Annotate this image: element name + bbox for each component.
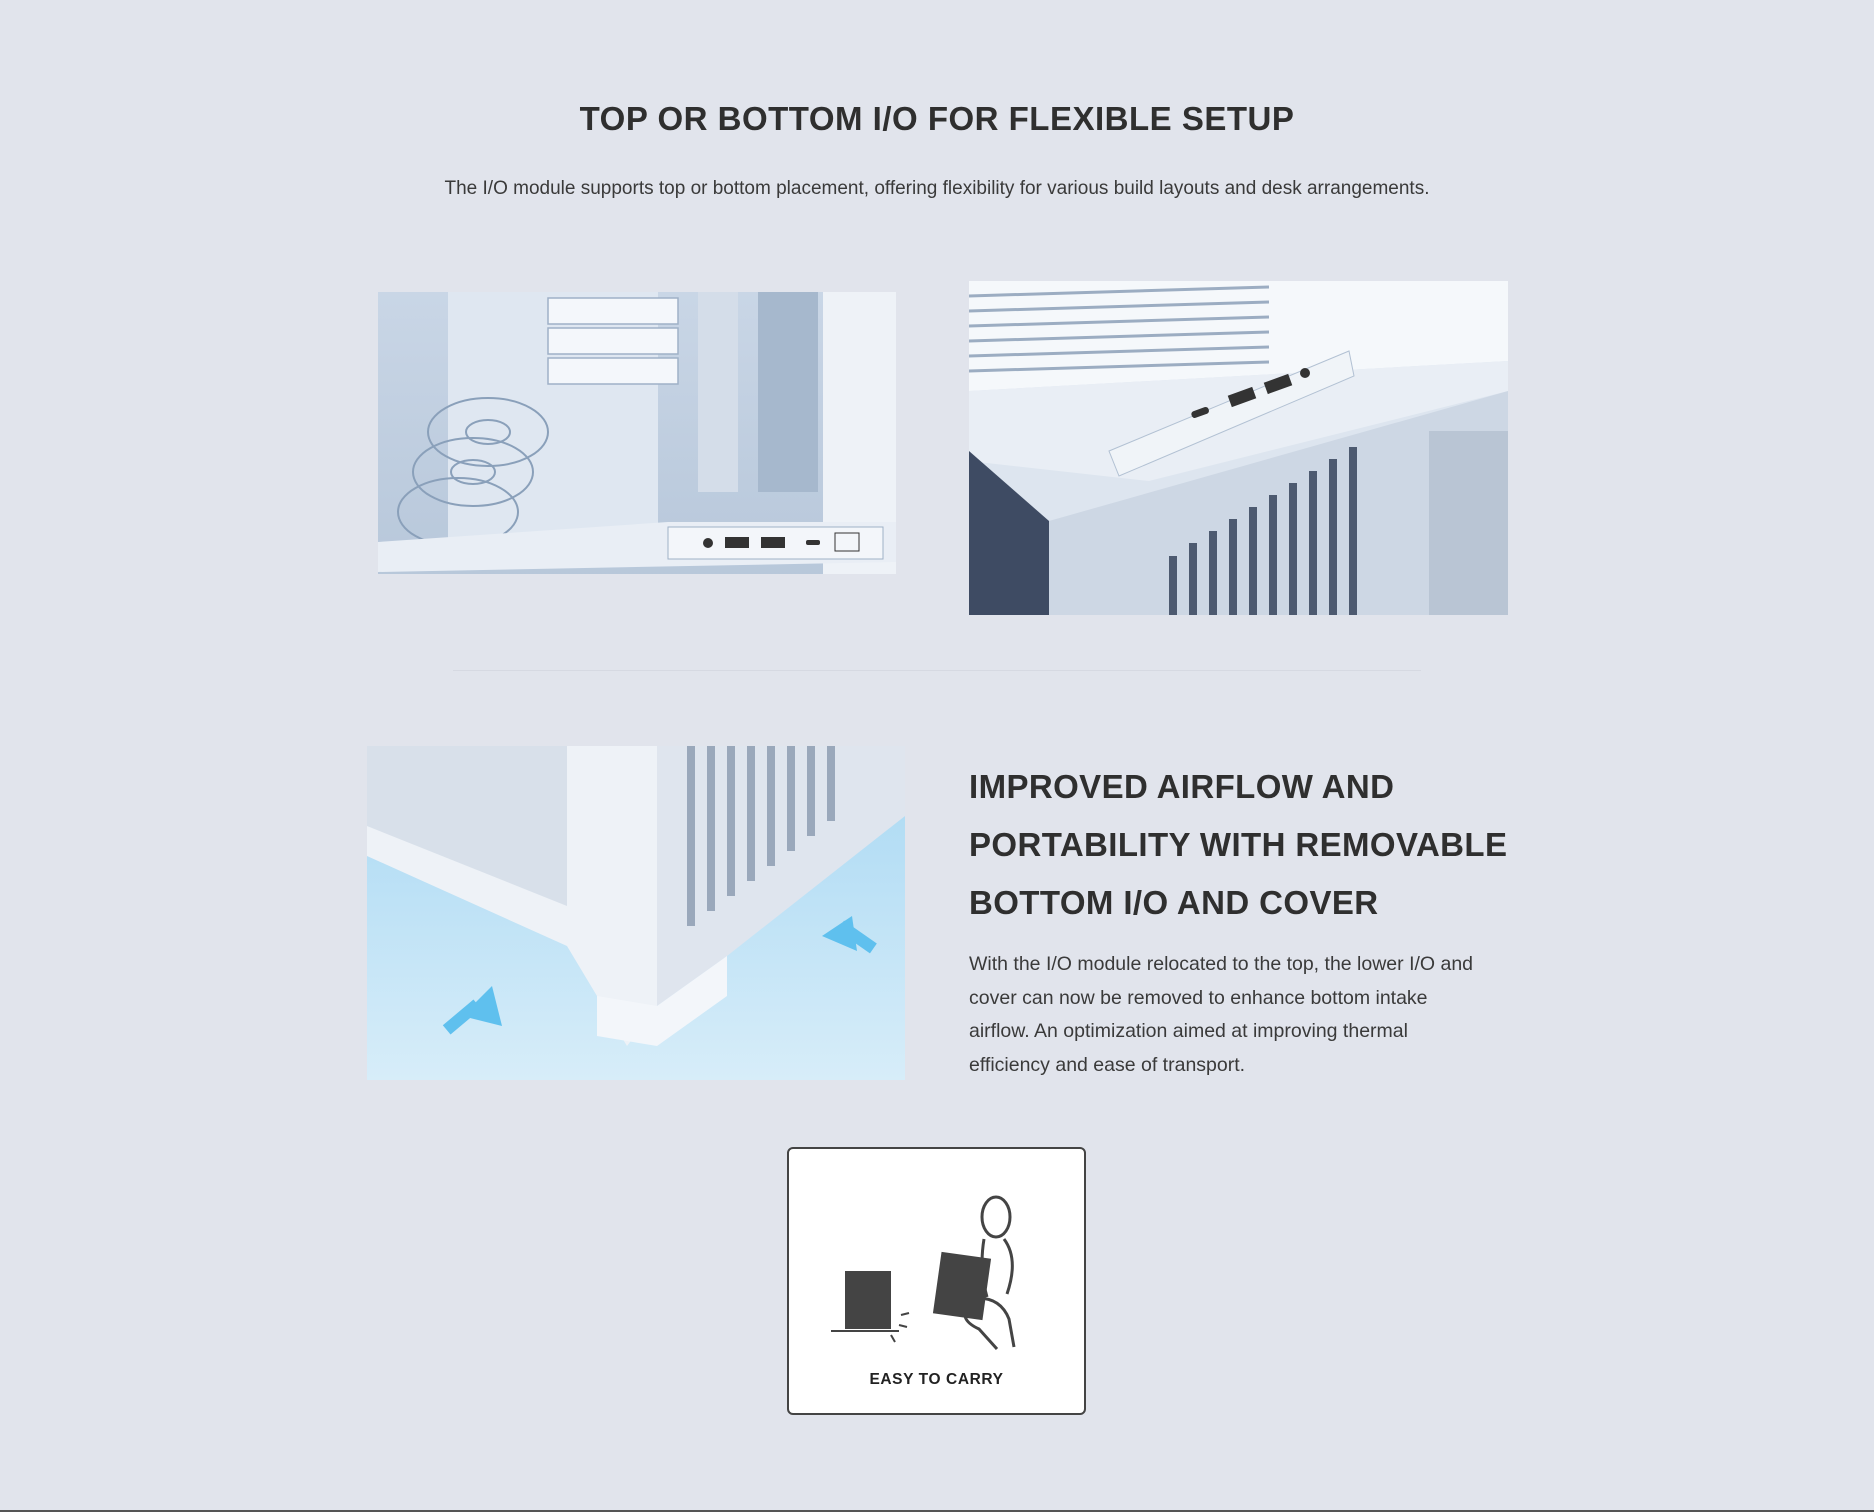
easy-to-carry-badge: EASY TO CARRY: [787, 1147, 1086, 1415]
title-line: IMPROVED AIRFLOW AND: [969, 768, 1395, 805]
section-description-io: The I/O module supports top or bottom pl…: [444, 178, 1430, 199]
case-top-io-image: [969, 281, 1508, 615]
section-divider: [453, 670, 1421, 671]
description-line: cover can now be removed to enhance bott…: [969, 986, 1428, 1009]
description-line: efficiency and ease of transport.: [969, 1053, 1246, 1076]
description-line: airflow. An optimization aimed at improv…: [969, 1020, 1408, 1042]
case-bottom-io-image: [378, 292, 896, 602]
badge-label: EASY TO CARRY: [869, 1371, 1004, 1388]
title-line: PORTABILITY WITH REMOVABLE: [969, 826, 1508, 863]
title-line: BOTTOM I/O AND COVER: [969, 884, 1379, 921]
description-line: With the I/O module relocated to the top…: [969, 953, 1474, 975]
section-title-airflow: IMPROVED AIRFLOW AND PORTABILITY WITH RE…: [969, 758, 1549, 932]
case-airflow-image: [367, 746, 905, 1080]
section-title-io: TOP OR BOTTOM I/O FOR FLEXIBLE SETUP: [579, 100, 1295, 137]
easy-to-carry-icon: [831, 1195, 1016, 1351]
page-bottom-border: [0, 1510, 1874, 1512]
section-description-airflow: With the I/O module relocated to the top…: [969, 948, 1529, 1082]
